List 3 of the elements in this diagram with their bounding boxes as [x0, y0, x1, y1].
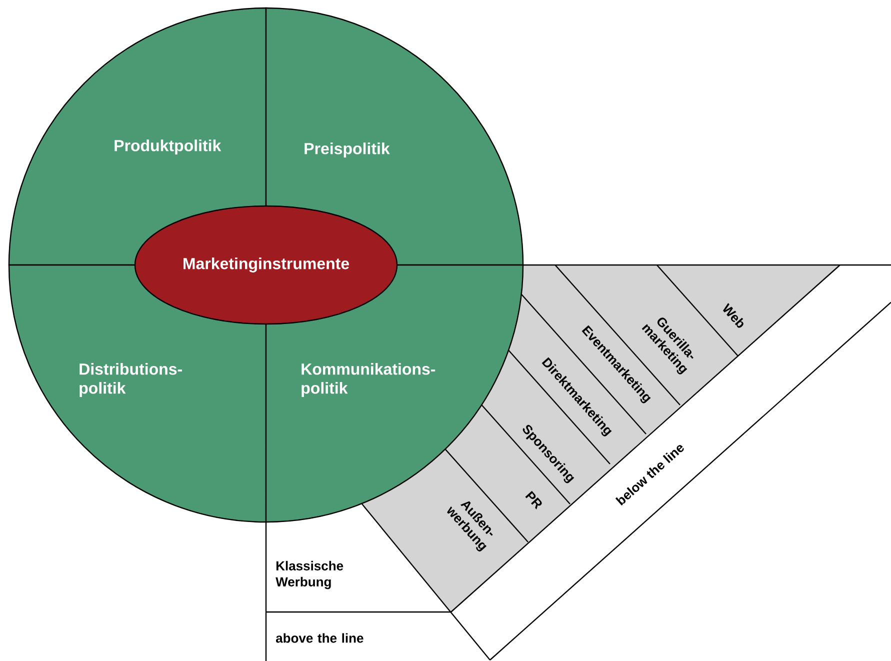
cell-label: Klassische Werbung: [276, 560, 344, 590]
cell-label: PR: [525, 490, 542, 510]
cell-label: above the line: [276, 633, 364, 643]
